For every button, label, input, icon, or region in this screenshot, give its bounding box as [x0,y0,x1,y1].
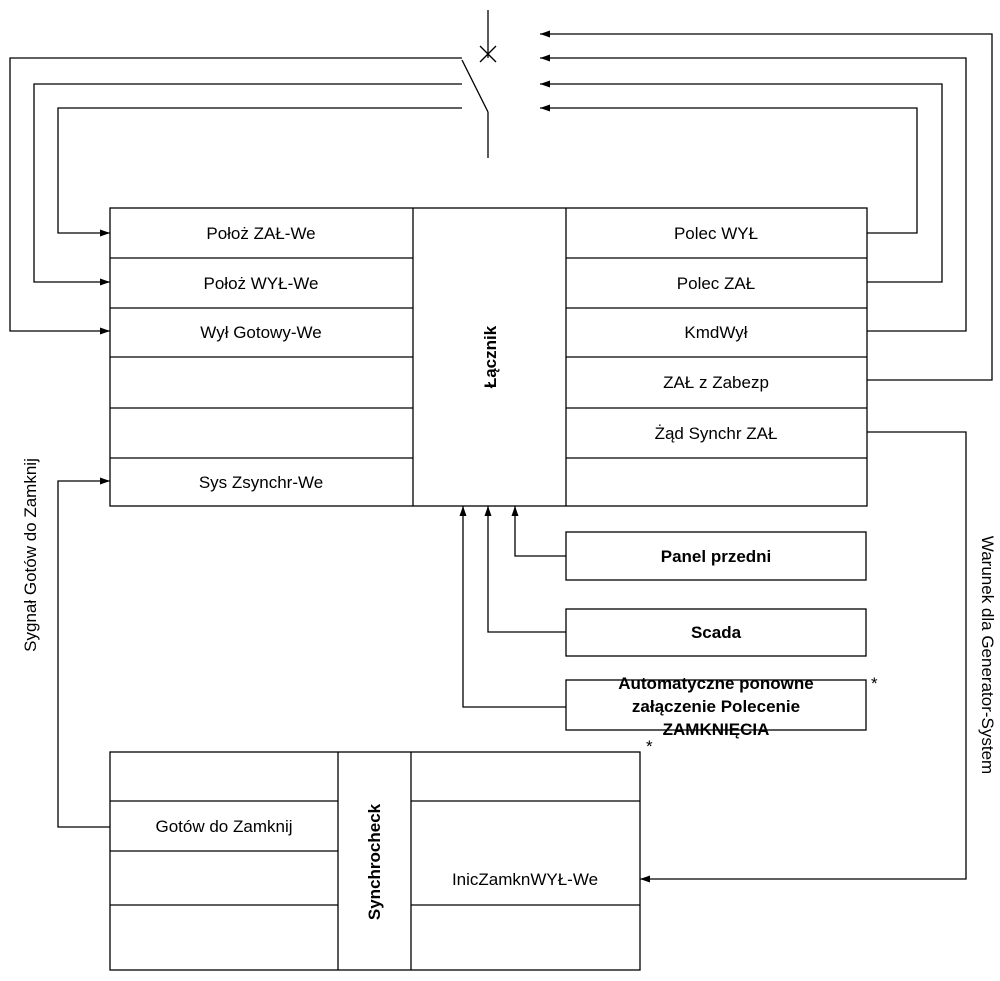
auto-reclose-label-line3: ZAMKNIĘCIA [663,720,770,739]
command-lines [540,30,993,381]
source-lines [459,506,566,708]
auto-reclose-label-line1: Automatyczne ponowne [618,674,814,693]
output-label: Polec WYŁ [674,224,758,243]
ready-signal-label: Sygnał Gotów do Zamknij [21,458,40,652]
gen-system-condition-label: Warunek dla Generator-System [978,536,997,774]
auto-reclose-label-line2: załączenie Polecenie [632,697,800,716]
panel-label: Panel przedni [661,547,772,566]
sync-signal-lines [57,431,967,883]
auto-reclose-note: * [871,674,878,693]
breaker-feedback-lines [9,57,462,335]
synchrocheck-note: * [646,737,653,756]
input-label: Sys Zsynchr-We [199,473,323,492]
sync-input-label: InicZamknWYŁ-We [452,870,598,889]
output-label: Żąd Synchr ZAŁ [655,424,778,443]
output-label: Polec ZAŁ [677,274,755,293]
circuit-breaker-icon [461,10,497,158]
input-label: Położ WYŁ-We [204,274,319,293]
main-block-title: Łącznik [481,325,500,388]
output-label: KmdWył [684,323,747,342]
sync-output-label: Gotów do Zamknij [156,817,293,836]
synchrocheck-title: Synchrocheck [365,803,384,920]
input-label: Położ ZAŁ-We [206,224,315,243]
output-label: ZAŁ z Zabezp [663,373,769,392]
scada-label: Scada [691,623,742,642]
input-label: Wył Gotowy-We [200,323,321,342]
synchrocheck-block [109,751,641,971]
auto-reclose-box [565,679,867,731]
